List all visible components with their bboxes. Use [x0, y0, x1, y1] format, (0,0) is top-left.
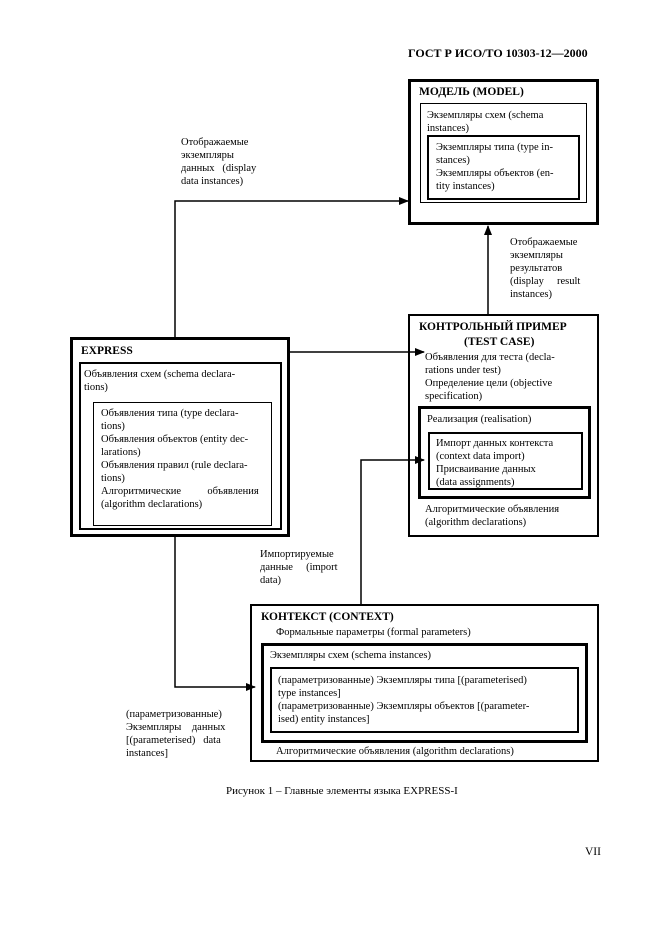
label-display-result: Отображаемые экземпляры результатов (dis…: [510, 236, 590, 301]
context-inner-line-1: (параметризованные) Экземпляры типа [(pa…: [278, 675, 527, 686]
page-number: VII: [585, 846, 601, 858]
express-inner-line-1: Объявления типа (type declara-: [101, 408, 239, 419]
model-title: МОДЕЛЬ (MODEL): [419, 86, 524, 98]
model-schema-box: Экземпляры схем (schema instances) Экзем…: [420, 103, 587, 203]
label-import: Импортируемые данные (import data): [260, 548, 348, 587]
test-case-box: КОНТРОЛЬНЫЙ ПРИМЕР (TEST CASE) Объявлени…: [408, 314, 599, 537]
model-inner-line-1: Экземпляры типа (type in-: [436, 142, 553, 153]
express-inner-line-6: tions): [101, 473, 125, 484]
test-case-line-2: rations under test): [425, 365, 501, 376]
label-display-result-line-5: instances): [510, 289, 552, 300]
label-import-line-1: Импортируемые: [260, 549, 334, 560]
context-schema-label: Экземпляры схем (schema instances): [270, 650, 431, 661]
arrow-context-to-testcase: [360, 456, 425, 604]
context-inner-line-2: type instances]: [278, 688, 341, 699]
context-inner-line-4: ised) entity instances]: [278, 714, 370, 725]
data-import-box: Импорт данных контекста (context data im…: [428, 432, 583, 490]
arrow-express-to-model: [174, 197, 409, 337]
model-type-entity-box: Экземпляры типа (type in- stances) Экзем…: [427, 135, 580, 200]
express-schema-box: Объявления схем (schema declara- tions) …: [79, 362, 282, 530]
model-schema-line-2: instances): [427, 123, 469, 134]
express-inner-line-3: Объявления объектов (entity dec-: [101, 434, 249, 445]
express-inner-line-8: (algorithm declarations): [101, 499, 203, 510]
label-param-line-4: instances]: [126, 748, 168, 759]
express-declarations-box: Объявления типа (type declara- tions) Об…: [93, 402, 272, 526]
label-param-line-1: (параметризованные): [126, 709, 222, 720]
test-case-algo-2: (algorithm declarations): [425, 517, 527, 528]
express-inner-line-5: Объявления правил (rule declara-: [101, 460, 248, 471]
import-line-3: Присваивание данных: [436, 464, 536, 475]
label-import-line-3: data): [260, 575, 281, 586]
realisation-box: Реализация (realisation) Импорт данных к…: [418, 406, 591, 499]
model-inner-line-3: Экземпляры объектов (en-: [436, 168, 554, 179]
test-case-line-3: Определение цели (objective: [425, 378, 553, 389]
import-line-2: (context data import): [436, 451, 525, 462]
context-instances-box: (параметризованные) Экземпляры типа [(pa…: [270, 667, 579, 733]
import-line-4: (data assignments): [436, 477, 515, 488]
label-param-line-3: [(parameterised) data: [126, 735, 221, 746]
express-schema-line-2: tions): [84, 382, 108, 393]
context-algorithmic: Алгоритмические объявления (algorithm de…: [276, 746, 514, 757]
context-formal: Формальные параметры (formal parameters): [276, 627, 471, 638]
context-box: КОНТЕКСТ (CONTEXT) Формальные параметры …: [250, 604, 599, 762]
model-inner-line-4: tity instances): [436, 181, 495, 192]
realisation-label: Реализация (realisation): [427, 414, 532, 425]
model-inner-line-2: stances): [436, 155, 470, 166]
context-title: КОНТЕКСТ (CONTEXT): [261, 611, 394, 623]
express-schema-line-1: Объявления схем (schema declara-: [84, 369, 236, 380]
label-display-data-line-1: Отображаемые: [181, 137, 249, 148]
express-box: EXPRESS Объявления схем (schema declara-…: [70, 337, 290, 537]
label-parameterised: (параметризованные) Экземпляры данных [(…: [126, 708, 236, 760]
label-display-result-line-2: экземпляры: [510, 250, 563, 261]
test-case-title-2: (TEST CASE): [464, 336, 535, 348]
express-inner-line-2: tions): [101, 421, 125, 432]
arrow-express-to-context: [174, 536, 256, 691]
test-case-line-4: specification): [425, 391, 483, 402]
label-param-line-2: Экземпляры данных: [126, 722, 226, 733]
context-schema-box: Экземпляры схем (schema instances) (пара…: [261, 643, 588, 743]
label-display-data-line-2: экземпляры: [181, 150, 234, 161]
label-display-data: Отображаемые экземпляры данных (display …: [181, 136, 269, 188]
model-box: МОДЕЛЬ (MODEL) Экземпляры схем (schema i…: [408, 79, 599, 225]
label-display-result-line-3: результатов: [510, 263, 563, 274]
express-inner-line-4: larations): [101, 447, 141, 458]
context-inner-line-3: (параметризованные) Экземпляры объектов …: [278, 701, 530, 712]
label-import-line-2: данные (import: [260, 562, 338, 573]
test-case-line-1: Объявления для теста (decla-: [425, 352, 555, 363]
express-inner-line-7: Алгоритмические объявления: [101, 486, 259, 497]
label-display-result-line-4: (display result: [510, 276, 581, 287]
label-display-result-line-1: Отображаемые: [510, 237, 578, 248]
figure-caption: Рисунок 1 – Главные элементы языка EXPRE…: [226, 785, 458, 797]
model-schema-line-1: Экземпляры схем (schema: [427, 110, 544, 121]
test-case-algo-1: Алгоритмические объявления: [425, 504, 560, 515]
express-title: EXPRESS: [81, 345, 133, 357]
import-line-1: Импорт данных контекста: [436, 438, 554, 449]
test-case-title-1: КОНТРОЛЬНЫЙ ПРИМЕР: [419, 321, 567, 333]
standard-header: ГОСТ Р ИСО/ТО 10303-12—2000: [408, 46, 588, 60]
label-display-data-line-3: данных (display: [181, 163, 257, 174]
label-display-data-line-4: data instances): [181, 176, 244, 187]
